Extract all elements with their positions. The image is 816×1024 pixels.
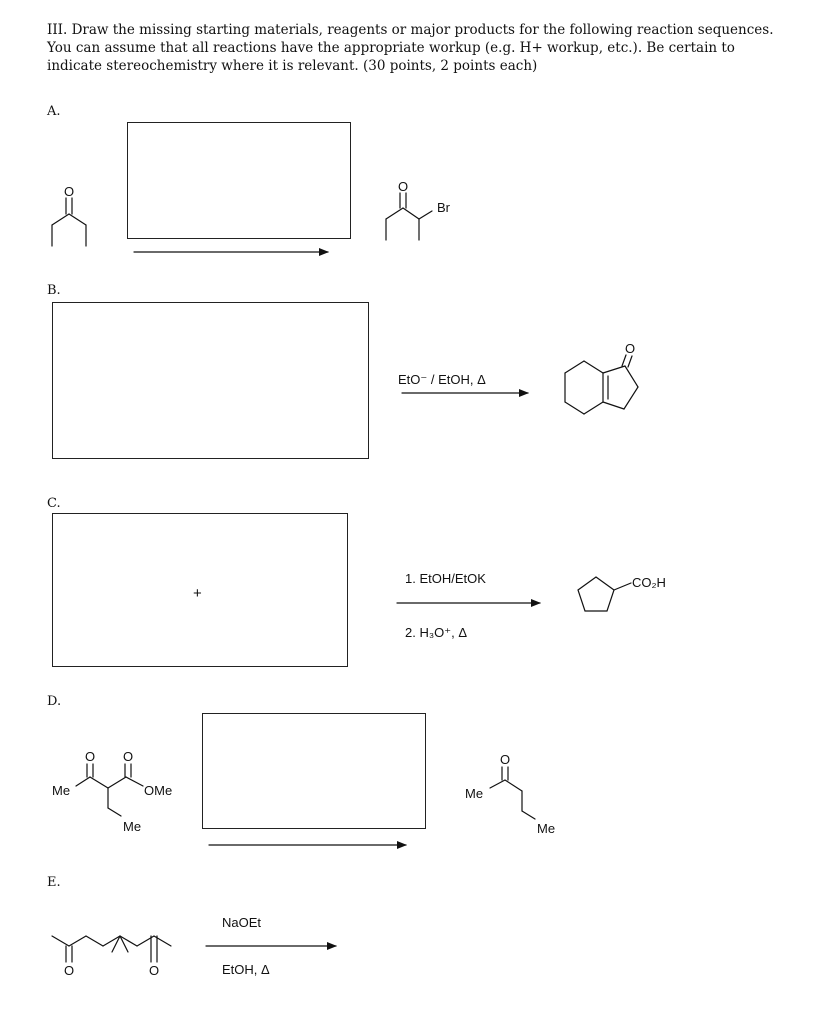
- a-product-oxygen-label: O: [398, 179, 408, 194]
- bicyclic-enone-structure: [564, 354, 639, 415]
- cyclopentanecarboxylic-acid-structure: [577, 576, 632, 612]
- d-reactant-oxygen-1-label: O: [85, 749, 95, 764]
- c-step-1-text: 1. EtOH/EtOK: [405, 571, 486, 586]
- problem-a-label: A.: [47, 104, 61, 119]
- answer-box-d[interactable]: [202, 713, 426, 829]
- d-product-oxygen-label: O: [500, 752, 510, 767]
- answer-box-a[interactable]: [127, 122, 351, 239]
- problem-c-label: C.: [47, 496, 61, 511]
- answer-box-c[interactable]: [52, 513, 348, 667]
- ketoester-structure: [75, 763, 144, 817]
- d-reactant-ome-label: OMe: [144, 783, 172, 798]
- problem-e-label: E.: [47, 875, 61, 890]
- b-reagent-text: EtO⁻ / EtOH, Δ: [398, 372, 486, 387]
- e-reactant-oxygen-2-label: O: [149, 963, 159, 978]
- e-reactant-oxygen-1-label: O: [64, 963, 74, 978]
- instructions: III. Draw the missing starting materials…: [47, 21, 807, 75]
- bromo-pentanone-structure: [385, 192, 433, 241]
- instructions-line-2: You can assume that all reactions have t…: [47, 40, 735, 56]
- d-reactant-me-bottom-label: Me: [123, 819, 141, 834]
- b-product-oxygen-label: O: [625, 341, 635, 356]
- instructions-line-3: indicate stereochemistry where it is rel…: [47, 58, 538, 74]
- e-reagent-bottom-text: EtOH, Δ: [222, 962, 270, 977]
- hexanone-structure: [489, 766, 536, 820]
- problem-b-label: B.: [47, 283, 61, 298]
- c-step-2-text: 2. H₃O⁺, Δ: [405, 625, 467, 640]
- problem-d-label: D.: [47, 694, 62, 709]
- a-reactant-oxygen-label: O: [64, 184, 74, 199]
- answer-box-b[interactable]: [52, 302, 369, 459]
- d-reactant-oxygen-2-label: O: [123, 749, 133, 764]
- c-product-carboxyl-label: CO₂H: [632, 575, 666, 590]
- pentanone-structure: [51, 197, 87, 247]
- plus-sign: +: [193, 585, 202, 602]
- d-reactant-me-left-label: Me: [52, 783, 70, 798]
- a-product-bromine-label: Br: [437, 200, 451, 215]
- d-product-me-left-label: Me: [465, 786, 483, 801]
- instructions-line-1: III. Draw the missing starting materials…: [47, 22, 774, 38]
- d-product-me-bottom-label: Me: [537, 821, 555, 836]
- e-reagent-top-text: NaOEt: [222, 915, 261, 930]
- diketone-structure: [51, 935, 172, 963]
